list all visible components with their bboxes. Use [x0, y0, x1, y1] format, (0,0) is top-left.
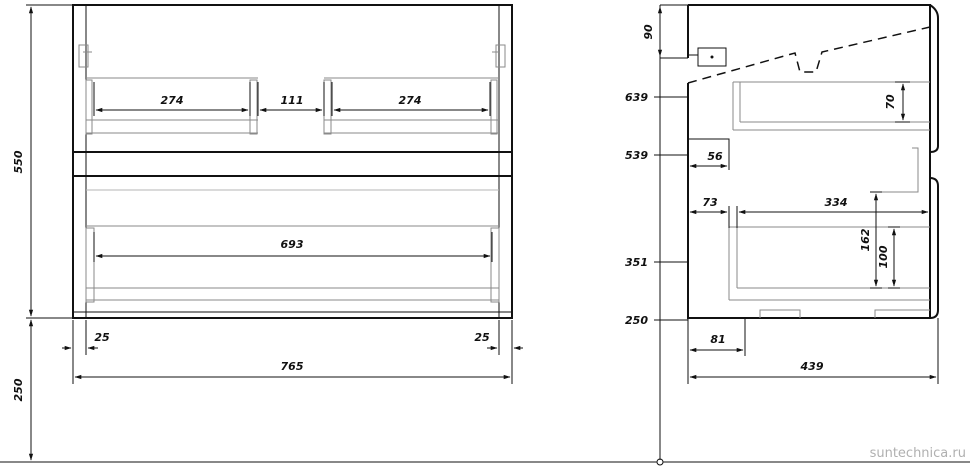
- svg-text:439: 439: [800, 360, 824, 373]
- dimension-73: 73: [689, 196, 730, 228]
- front-middle-rail: [72, 151, 513, 177]
- dimension-274-left: 274: [93, 82, 251, 116]
- side-upper-drawer: [732, 81, 930, 131]
- dimension-111-gap: 111: [257, 82, 325, 116]
- level-250: 250: [625, 314, 688, 327]
- watermark: suntechnica.ru: [870, 446, 966, 461]
- svg-text:56: 56: [707, 150, 723, 163]
- svg-text:274: 274: [161, 94, 184, 107]
- svg-text:81: 81: [710, 333, 725, 346]
- siphon-bracket-right: [492, 44, 506, 68]
- dimension-70: 70: [884, 81, 910, 123]
- dimension-90: 90: [642, 6, 663, 57]
- side-lower-drawer: [728, 147, 930, 301]
- dimension-162: 162: [859, 191, 882, 289]
- dimension-56: 56: [689, 150, 728, 169]
- side-front-panel-lower: [929, 177, 939, 319]
- svg-text:334: 334: [825, 196, 848, 209]
- upper-right-drawer: [323, 77, 499, 135]
- dimension-765: 765: [72, 355, 513, 384]
- dimension-439: 439: [687, 318, 939, 384]
- dimension-693: 693: [93, 232, 493, 262]
- dimension-100: 100: [877, 226, 900, 289]
- lower-drawer: [85, 189, 500, 303]
- level-351: 351: [625, 256, 688, 269]
- svg-text:90: 90: [642, 24, 655, 40]
- dimension-550: 550: [12, 4, 73, 319]
- svg-text:73: 73: [702, 196, 718, 209]
- svg-text:250: 250: [625, 314, 648, 327]
- svg-text:111: 111: [281, 94, 304, 107]
- level-539: 539: [625, 149, 688, 162]
- dimension-25-left: 25: [62, 320, 110, 355]
- dimension-274-right: 274: [331, 82, 491, 116]
- svg-text:639: 639: [625, 91, 648, 104]
- upper-left-drawer: [85, 77, 258, 135]
- svg-text:162: 162: [859, 228, 872, 251]
- side-view: 639 539 351 250 90 70: [625, 4, 939, 460]
- dimension-25-right: 25: [474, 320, 523, 355]
- svg-text:274: 274: [399, 94, 422, 107]
- level-639: 639: [625, 91, 688, 104]
- dimension-334: 334: [736, 196, 929, 228]
- svg-text:25: 25: [94, 331, 110, 344]
- dimension-250-floor: 250: [12, 319, 34, 461]
- side-front-panel: [929, 4, 939, 153]
- svg-text:550: 550: [12, 150, 25, 173]
- side-back-board: [688, 138, 730, 170]
- svg-text:250: 250: [12, 378, 25, 401]
- svg-text:25: 25: [474, 331, 490, 344]
- dimension-81: 81: [689, 318, 746, 356]
- svg-text:539: 539: [625, 149, 648, 162]
- basin-profile: [687, 26, 931, 84]
- siphon-bracket-left: [78, 44, 92, 68]
- svg-text:693: 693: [281, 238, 304, 251]
- front-view: 274 111 274 693 550: [12, 4, 523, 461]
- svg-text:351: 351: [625, 256, 648, 269]
- siphon-block: [688, 47, 727, 67]
- svg-text:100: 100: [877, 245, 890, 268]
- front-cabinet-outline: [72, 4, 513, 319]
- svg-text:70: 70: [884, 94, 897, 110]
- side-foot-right: [874, 309, 930, 318]
- svg-text:765: 765: [281, 360, 304, 373]
- side-foot-left: [759, 309, 801, 318]
